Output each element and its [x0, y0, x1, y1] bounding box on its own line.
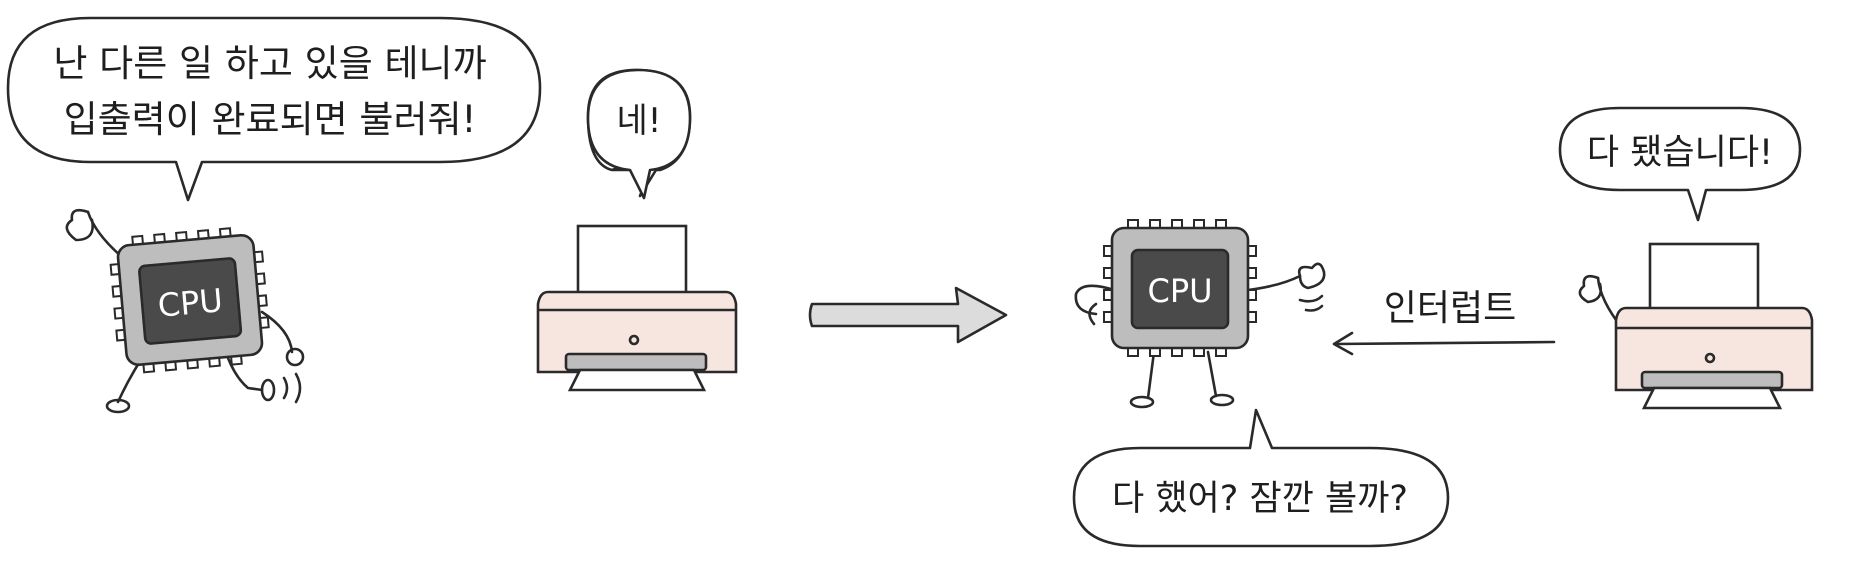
cpu-right-motion-line1: [1298, 294, 1324, 303]
printer-left-speech-bubble: 네!: [586, 68, 692, 200]
cpu-chip-icon: CPU: [1103, 219, 1257, 357]
printer-right-speech: 다 됐습니다!: [1587, 133, 1773, 173]
cpu-left-arm-side: [260, 310, 294, 354]
cpu-right-leg-right: [1206, 350, 1218, 398]
interrupt-label: 인터럽트: [1384, 288, 1516, 329]
cpu-left-motion-line1: [282, 376, 289, 400]
printer-left-body: [536, 290, 738, 374]
printer-right-button: [1704, 352, 1716, 364]
cpu-right-motion-line2: [1304, 304, 1324, 312]
cpu-left-chip-label: CPU: [156, 281, 224, 325]
printer-left-paper-top: [576, 224, 688, 298]
cpu-left-hand-side: [285, 347, 305, 367]
cpu-left-speech-bubble: 난 다른 일 하고 있을 테니까 입출력이 완료되면 불러줘!: [6, 16, 542, 202]
right-arrow-icon: [808, 286, 1008, 344]
cpu-left-foot-right: [260, 378, 276, 402]
cpu-chip-icon: CPU: [109, 227, 270, 374]
printer-right-slot: [1640, 370, 1784, 390]
printer-right-hand: [1578, 274, 1603, 304]
cpu-left-leg-right: [226, 356, 264, 392]
printer-right-paper-top: [1648, 242, 1760, 316]
left-arrow-icon: [1332, 331, 1556, 356]
cpu-right-hand-left: [1088, 302, 1098, 326]
printer-icon: [1614, 242, 1814, 410]
printer-left-button: [628, 334, 640, 346]
cpu-right-speech-bubble: 다 했어? 잠깐 볼까?: [1072, 408, 1450, 548]
cpu-right-arm-left: [1074, 284, 1116, 316]
printer-icon: [536, 224, 738, 392]
cpu-left-hand-up: [65, 208, 94, 242]
cpu-left-motion-line2: [294, 372, 302, 404]
printer-right-paper-out: [1641, 386, 1783, 410]
cpu-right-speech: 다 했어? 잠깐 볼까?: [1112, 479, 1408, 519]
printer-left-slot: [564, 352, 708, 372]
cpu-right-foot-left: [1129, 395, 1155, 409]
cpu-left-speech-line2: 입출력이 완료되면 불러줘!: [64, 98, 477, 141]
printer-left-paper-out: [567, 368, 707, 392]
printer-left-speech: 네!: [617, 101, 662, 141]
cpu-right-leg-left: [1146, 350, 1156, 400]
cpu-left-foot-left: [105, 398, 131, 414]
cpu-left-speech-line1: 난 다른 일 하고 있을 테니까: [53, 42, 486, 85]
cpu-right-chip-label: CPU: [1147, 272, 1212, 310]
cpu-right-hand-right: [1297, 262, 1326, 290]
cpu-right-foot-right: [1209, 393, 1235, 407]
printer-right-speech-bubble: 다 됐습니다!: [1558, 106, 1802, 222]
